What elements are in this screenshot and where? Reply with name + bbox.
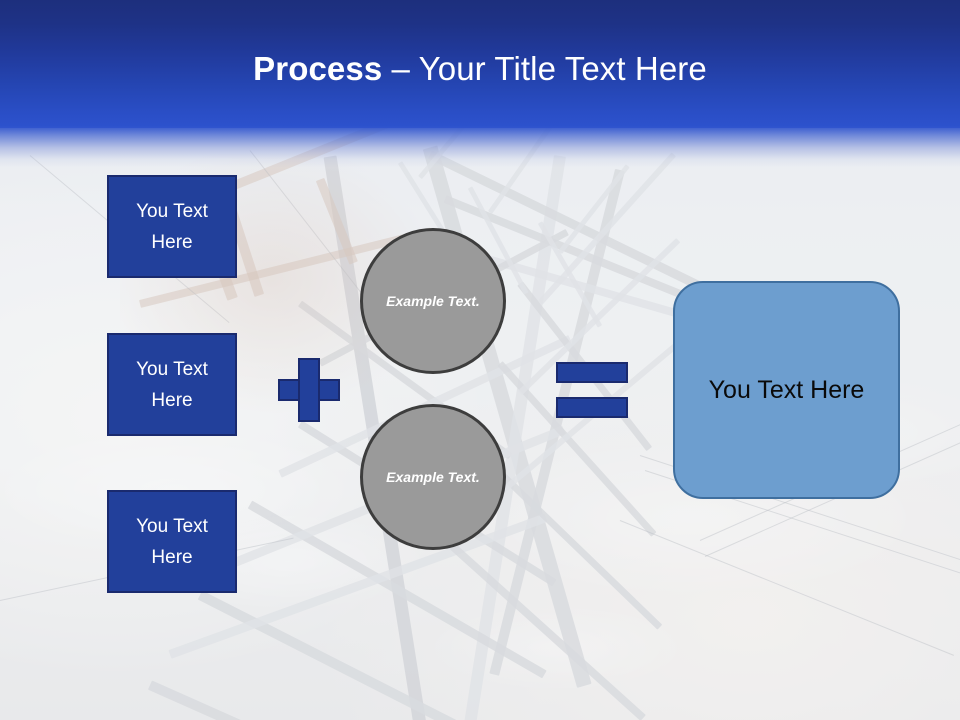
page-title-bold: Process [253,50,383,87]
result-box[interactable]: You Text Here [673,281,900,499]
page-title: Process – Your Title Text Here [0,48,960,90]
plus-icon-center [300,381,318,399]
title-banner-fade [0,126,960,172]
example-circle-1-label: Example Text. [386,293,480,309]
input-box-1[interactable]: You Text Here [107,175,237,278]
input-box-2-label: You Text Here [136,358,208,411]
input-box-3[interactable]: You Text Here [107,490,237,593]
equals-icon-top-bar [556,362,628,383]
input-box-1-label: You Text Here [136,200,208,253]
input-box-2[interactable]: You Text Here [107,333,237,436]
input-box-3-label: You Text Here [136,515,208,568]
equals-icon-bottom-bar [556,397,628,418]
example-circle-2-label: Example Text. [386,469,480,485]
plus-icon [278,358,340,422]
title-banner [0,0,960,128]
example-circle-1[interactable]: Example Text. [360,228,506,374]
page-title-rest: – Your Title Text Here [382,50,707,87]
equals-icon [556,362,628,418]
result-box-label: You Text Here [708,376,865,404]
example-circle-2[interactable]: Example Text. [360,404,506,550]
